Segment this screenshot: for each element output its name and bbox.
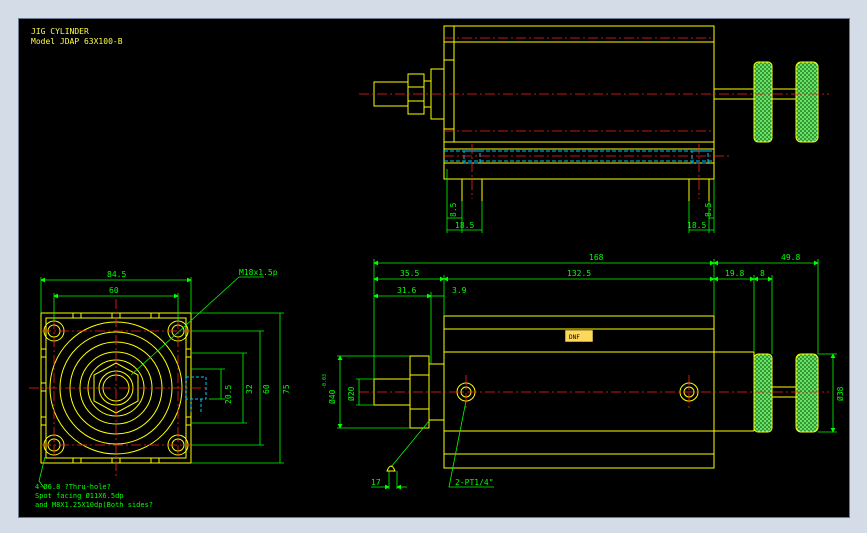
front-label-plate-text: DNF (569, 334, 580, 341)
dim-front-adjuster-2: 8 (760, 269, 765, 278)
end-note-holes: 4-Ø6.8 ?Thru-hole? (35, 483, 111, 491)
dim-front-stroke: 132.5 (567, 269, 591, 278)
front-view: DNF (322, 253, 845, 490)
dim-front-17: 17 (371, 478, 381, 487)
dim-front-31-6: 31.6 (397, 286, 416, 295)
end-thread-callout: M18x1.5p (239, 268, 278, 277)
front-port-callout: 2-PT1/4" (455, 478, 494, 487)
dim-top-left-bottom: 18.5 (455, 221, 474, 230)
top-lock-nut (753, 61, 773, 143)
dim-end-width-inner: 60 (109, 286, 119, 295)
dim-front-rod-extension: 35.5 (400, 269, 419, 278)
dim-front-3-9: 3.9 (452, 286, 467, 295)
top-view: 8.5 8.5 18.5 18.5 (359, 25, 829, 233)
front-lock-nut (753, 353, 773, 433)
dim-front-adjuster-1: 19.8 (725, 269, 744, 278)
dim-front-overall: 168 (589, 253, 604, 262)
dim-end-20-5: 20.5 (224, 385, 233, 404)
drawing-canvas: 8.5 8.5 18.5 18.5 (29, 25, 845, 509)
model-label: Model JDAP 63X100-B (31, 37, 123, 46)
dim-front-rod-dia: Ø20 (346, 386, 356, 401)
dim-top-left-small: 8.5 (449, 202, 458, 217)
dim-front-flange-tol: -0.03 (322, 374, 328, 389)
cad-viewport[interactable]: JIG CYLINDER Model JDAP 63X100-B (18, 18, 850, 518)
front-adjust-knob (795, 353, 819, 433)
dim-end-60: 60 (262, 384, 271, 394)
front-label-plate (564, 329, 594, 343)
dim-end-width-outer: 84.5 (107, 270, 126, 279)
end-view: 84.5 60 M18x1.5p 20.5 32 60 75 4-Ø6.8 ?T… (29, 268, 291, 509)
dim-top-right-small: 8.5 (704, 202, 713, 217)
front-gauge-tip (386, 465, 396, 472)
dim-top-right-bottom: 18.5 (687, 221, 706, 230)
end-note-spotface: Spot facing Ø11X6.5dp (35, 492, 124, 500)
dim-front-adjuster-total: 49.8 (781, 253, 800, 262)
dim-end-75: 75 (282, 384, 291, 394)
drawing-title: JIG CYLINDER (31, 27, 89, 36)
end-note-thread: and M8X1.25X10dp(Both sides? (35, 501, 153, 509)
dim-front-knob-dia: Ø38 (835, 386, 845, 401)
dim-front-flange-dia: Ø40 (327, 389, 337, 404)
top-adjust-knob (795, 61, 819, 143)
dim-end-32: 32 (245, 384, 254, 394)
